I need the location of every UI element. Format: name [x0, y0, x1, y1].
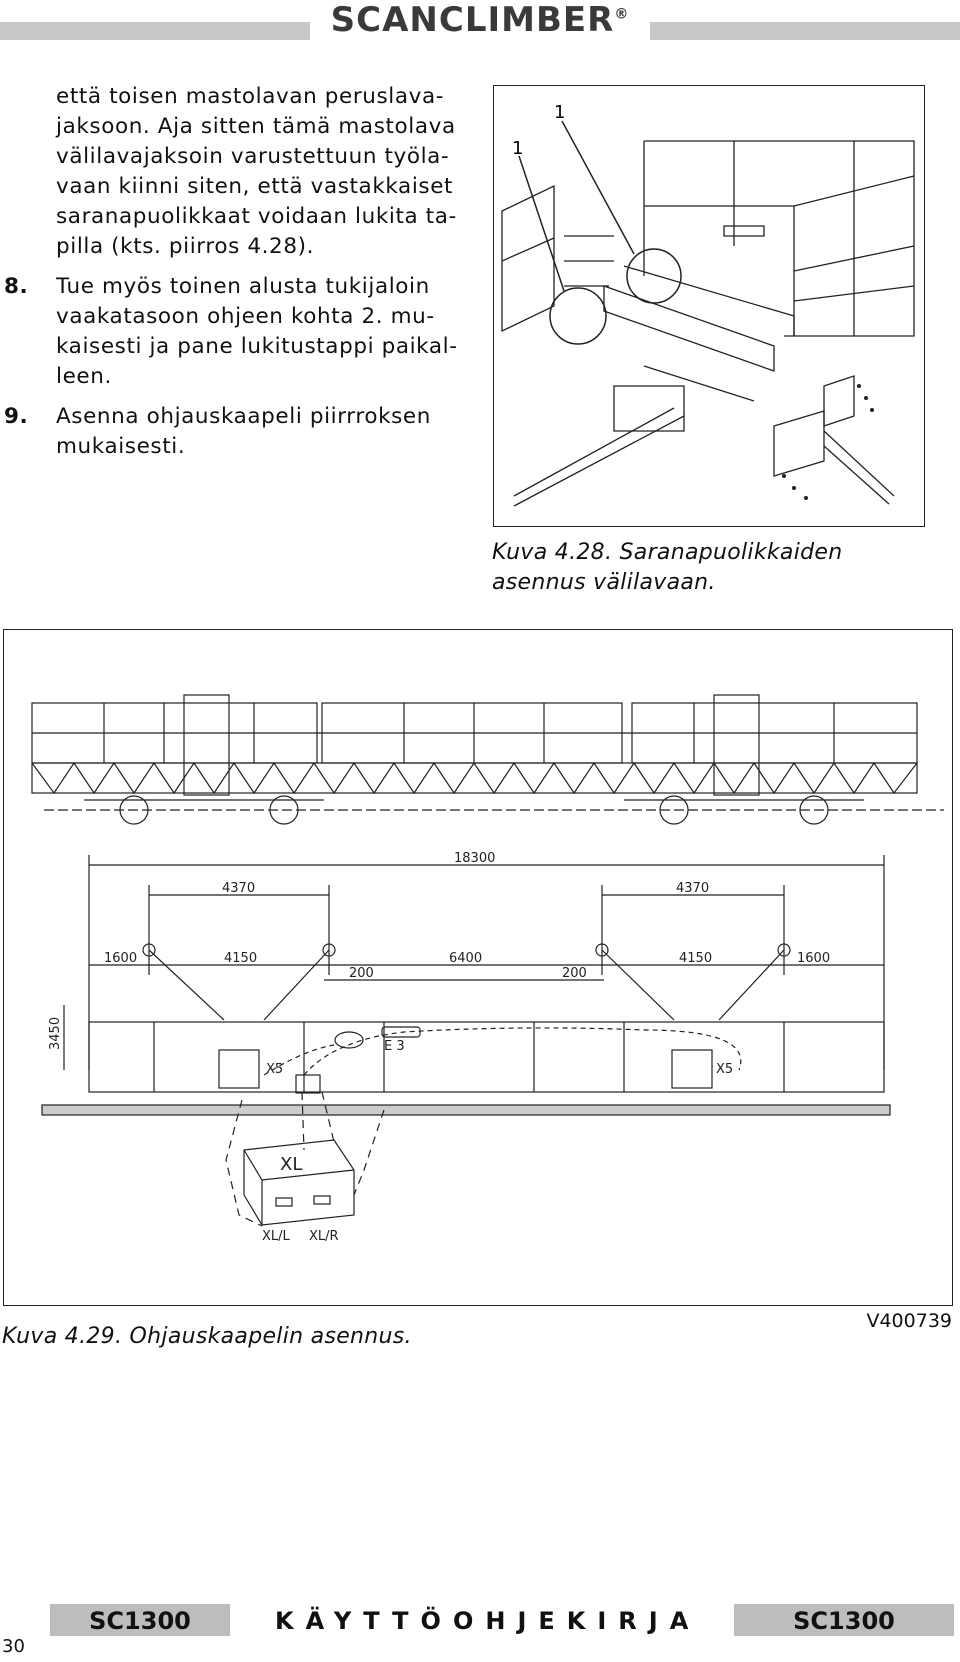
- callout-1b: 1: [554, 102, 565, 123]
- callout-1a: 1: [512, 138, 523, 159]
- footer-model-left: SC1300: [50, 1604, 230, 1636]
- figure-caption-4-28: Kuva 4.28. Saranapuolikkaiden asennus vä…: [492, 540, 843, 595]
- dim-d: 4150: [679, 951, 712, 966]
- dim-a: 1600: [104, 951, 137, 966]
- figure-caption-4-29: Kuva 4.29. Ohjauskaapelin asennus.: [2, 1324, 412, 1349]
- figure-hinge-assembly: 1 1: [493, 85, 925, 527]
- dim-right-span: 4370: [676, 881, 709, 896]
- platform-plan: [41, 855, 891, 1227]
- cable-installation-drawing: 18300 4370 4370 1600 4150 6400 4150 1600…: [31, 694, 944, 1244]
- dim-b: 4150: [224, 951, 257, 966]
- step-8: 8. Tue myös toinen alusta tukijaloin vaa…: [4, 274, 458, 389]
- body-text: että toisen mastolavan peruslava-jaksoon…: [4, 82, 466, 462]
- drawing-code: V400739: [866, 1310, 952, 1332]
- header-bar-left: [0, 22, 320, 40]
- label-xl: XL: [280, 1154, 302, 1175]
- label-x5-right: X5: [716, 1062, 733, 1077]
- footer-title: KÄYTTÖOHJEKIRJA: [275, 1607, 701, 1635]
- hinge-assembly-drawing: 1 1: [501, 102, 915, 507]
- dim-e: 1600: [797, 951, 830, 966]
- page-number: 30: [2, 1636, 25, 1657]
- dim-total: 18300: [454, 851, 495, 866]
- label-xl-r: XL/R: [309, 1229, 339, 1244]
- brand-logo: SCANCLIMBER®: [310, 0, 650, 40]
- header-bar-right: [650, 22, 960, 40]
- dim-height: 3450: [48, 1017, 63, 1050]
- step-9: 9. Asenna ohjauskaapeli piirrroksen muka…: [4, 404, 431, 459]
- label-x5-left: X5: [266, 1062, 283, 1077]
- label-xl-l: XL/L: [262, 1229, 291, 1244]
- dim-left-span: 4370: [222, 881, 255, 896]
- dim-g: 200: [562, 966, 587, 981]
- platform-elevation: [31, 694, 944, 825]
- dim-f: 200: [349, 966, 374, 981]
- footer-model-right: SC1300: [734, 1604, 954, 1636]
- figure-cable-installation: 18300 4370 4370 1600 4150 6400 4150 1600…: [3, 629, 953, 1306]
- dim-c: 6400: [449, 951, 482, 966]
- intro-paragraph: että toisen mastolavan peruslava-jaksoon…: [56, 84, 457, 259]
- label-e3: E 3: [384, 1039, 405, 1054]
